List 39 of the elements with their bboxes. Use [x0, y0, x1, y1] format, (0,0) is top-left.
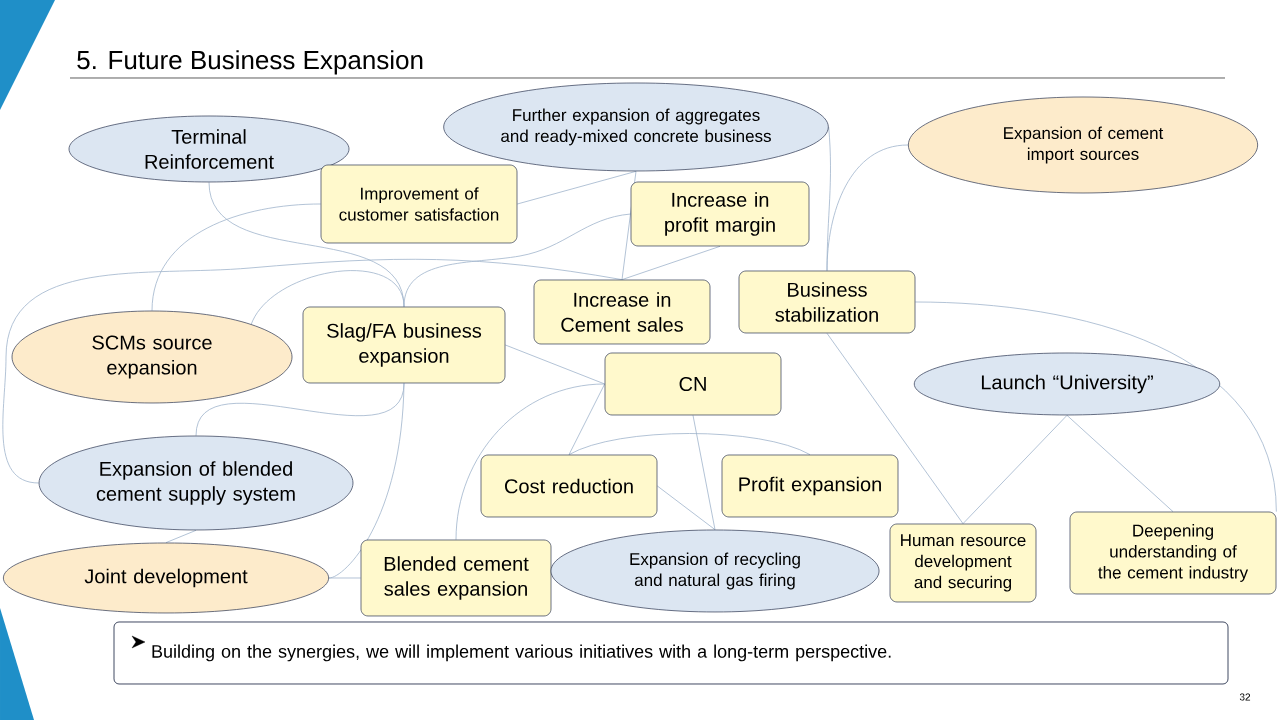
- connector-line: [250, 270, 405, 325]
- connector-line: [826, 144, 909, 272]
- oval-node: Expansion of cement import sources: [908, 96, 1258, 194]
- slide-title: 5. Future Business Expansion: [77, 50, 423, 75]
- oval-node: Joint development: [3, 542, 329, 614]
- connector-line: [568, 383, 606, 456]
- oval-node: Launch “University”: [913, 352, 1221, 416]
- oval-node: Further expansion of aggregates and ready-mixed concrete business: [443, 82, 829, 172]
- connector-line: [826, 332, 964, 525]
- oval-node: Expansion of recycling and natural gas firing: [550, 529, 880, 613]
- connector-line: [455, 383, 606, 541]
- rounded-box: Profit expansion: [721, 454, 899, 518]
- rounded-box: Blended cement sales expansion: [360, 539, 552, 617]
- rounded-box: Deepening understanding of the cement industry: [1069, 511, 1277, 595]
- oval-node: SCMs source expansion: [11, 310, 293, 404]
- rounded-box: Human resource development and securing: [889, 523, 1037, 603]
- connector-line: [504, 344, 606, 385]
- rounded-box: CN: [604, 352, 782, 416]
- connector-line: [328, 577, 362, 579]
- connector-line: [1066, 414, 1174, 513]
- connector-line: [962, 414, 1068, 525]
- connector-line: [692, 414, 716, 531]
- rounded-box: Cost reduction: [480, 454, 658, 518]
- connector-line: [621, 245, 721, 281]
- rounded-box: Business stabilization: [738, 270, 916, 334]
- connector-line: [165, 529, 197, 544]
- connector-line: [914, 301, 1277, 513]
- rounded-box: Increase in profit margin: [630, 181, 810, 247]
- rounded-box: Slag/FA business expansion: [302, 306, 506, 384]
- connector-line: [151, 203, 322, 312]
- oval-node: Terminal Reinforcement: [68, 115, 350, 183]
- connector-line: [656, 485, 716, 531]
- note-box: Building on the synergies, we will implement various initiatives with a long-term perspective.: [113, 621, 1229, 685]
- oval-node: Expansion of blended cement supply system: [38, 435, 354, 531]
- connector-line: [516, 170, 637, 205]
- connector-line: [568, 433, 811, 456]
- page-number: 32: [1239, 693, 1251, 701]
- rounded-box: Improvement of customer satisfaction: [320, 164, 518, 244]
- rounded-box: Increase in Cement sales: [533, 279, 711, 345]
